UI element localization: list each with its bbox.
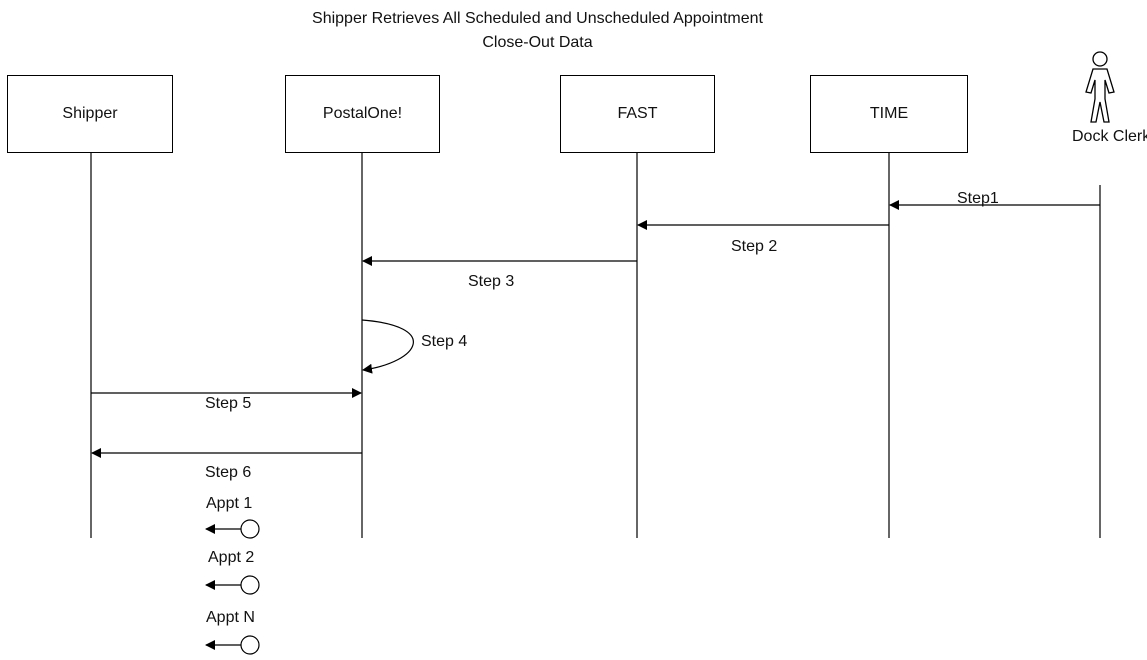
appt-2-return-icon bbox=[205, 575, 260, 595]
diagram-title-line2: Close-Out Data bbox=[482, 34, 593, 51]
participant-postalone: PostalOne! bbox=[285, 75, 440, 153]
actor-icon bbox=[1085, 51, 1115, 123]
message-arrow-step4 bbox=[361, 319, 414, 374]
message-label-step4: Step 4 bbox=[421, 333, 468, 350]
message-label-step5: Step 5 bbox=[205, 395, 252, 412]
appt-1-return-icon bbox=[205, 519, 260, 539]
appt-n-return-icon bbox=[205, 635, 260, 655]
participant-fast: FAST bbox=[560, 75, 715, 153]
message-label-step2: Step 2 bbox=[731, 238, 778, 255]
message-label-step3: Step 3 bbox=[468, 273, 515, 290]
participant-shipper: Shipper bbox=[7, 75, 173, 153]
actor-label-dock-clerk: Dock Clerk bbox=[1072, 128, 1147, 145]
return-label-appt2: Appt 2 bbox=[208, 549, 255, 566]
diagram-title-line1: Shipper Retrieves All Scheduled and Unsc… bbox=[312, 10, 763, 27]
return-label-apptn: Appt N bbox=[206, 609, 255, 626]
return-label-appt1: Appt 1 bbox=[206, 495, 253, 512]
message-label-step6: Step 6 bbox=[205, 464, 252, 481]
message-label-step1: Step1 bbox=[957, 190, 999, 207]
participant-time: TIME bbox=[810, 75, 968, 153]
